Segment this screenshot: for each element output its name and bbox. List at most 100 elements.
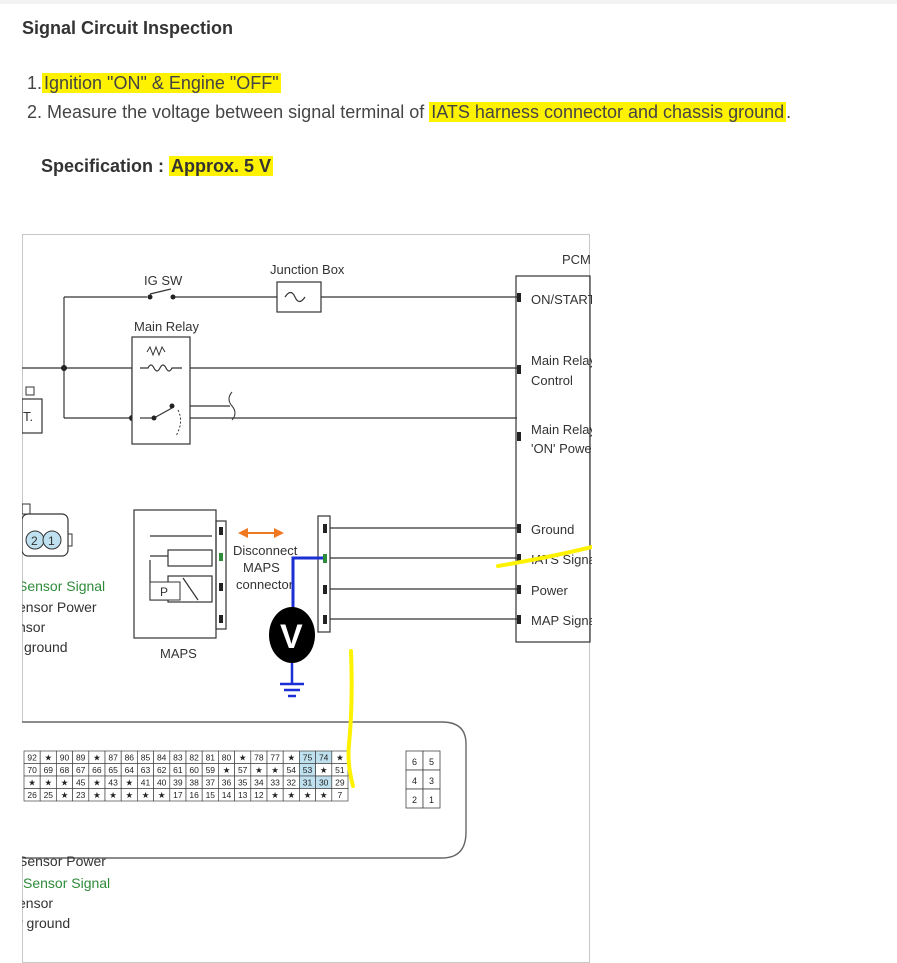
step-2-number: 2. [27, 102, 43, 122]
maps-p-label: P [160, 585, 168, 599]
connector-pin-label: 68 [60, 765, 70, 775]
step-2-after: . [786, 102, 792, 122]
connector-pin-label: 63 [141, 765, 151, 775]
connector-pin-label: 86 [125, 753, 135, 763]
connector-pin-label: 89 [76, 753, 86, 763]
connector-side-pin-label: 4 [412, 776, 417, 786]
connector-pin-label: ★ [320, 790, 328, 800]
legend-bottom-sensor-signal: Sensor Signal [23, 875, 110, 891]
connector-pin-label: 35 [238, 778, 248, 788]
connector-pin-label: 90 [60, 753, 70, 763]
connector-pin-label: 57 [238, 765, 248, 775]
top-bar [0, 0, 897, 4]
connector-pin-label: 81 [206, 753, 216, 763]
maps-label: MAPS [160, 646, 197, 661]
junction-box-fuse [276, 281, 322, 313]
connector-pin-label: 7 [338, 790, 343, 800]
connector-pin-label: 25 [44, 790, 54, 800]
connector-pin-label: 43 [108, 778, 118, 788]
connector-pin-label: 59 [206, 765, 216, 775]
connector-pin-label: ★ [61, 790, 69, 800]
connector-pin-label: 64 [125, 765, 135, 775]
connector-side-pin-label: 1 [429, 795, 434, 805]
connector-pin-label: 34 [254, 778, 264, 788]
step-2-highlight: IATS harness connector and chassis groun… [429, 102, 787, 122]
connector-pin-label: ★ [320, 765, 328, 775]
legend-top-ground: ground [24, 639, 68, 655]
sensor-pin-2: 2 [31, 534, 38, 548]
connector-cell [331, 788, 349, 802]
pcm-pin-power: Power [531, 583, 569, 598]
connector-pin-label: 65 [108, 765, 118, 775]
connector-pin-label: 82 [189, 753, 199, 763]
connector-pin-label: 23 [76, 790, 86, 800]
connector-pin-label: ★ [44, 778, 52, 788]
connector-pin-label: ★ [28, 778, 36, 788]
connector-pin-label: 69 [44, 765, 54, 775]
maps-sensor-box [133, 509, 217, 639]
connector-pin-label: 45 [76, 778, 86, 788]
connector-pin-label: 17 [173, 790, 183, 800]
connector-pin-label: 53 [303, 765, 313, 775]
connector-pin-label: 40 [157, 778, 167, 788]
pcm-pin-on-start: ON/START [531, 292, 592, 307]
connector-pin-label: 80 [222, 753, 232, 763]
connector-pin-label: ★ [93, 790, 101, 800]
connector-pin-label: ★ [304, 790, 312, 800]
connector-pin-label: 29 [335, 778, 345, 788]
connector-pin-label: 66 [92, 765, 102, 775]
wiring-diagram: PCM ON/START Main Relay Control Main Rel… [22, 234, 592, 963]
connector-pin-label: ★ [223, 765, 231, 775]
connector-pin-label: ★ [142, 790, 150, 800]
connector-pin-label: ★ [287, 790, 295, 800]
connector-pin-label: 33 [270, 778, 280, 788]
connector-pin-label: ★ [44, 753, 52, 763]
pcm-pin-map-signal: MAP Signa [531, 613, 592, 628]
connector-pin-label: ★ [271, 765, 279, 775]
legend-bottom-sensor: ensor [22, 895, 53, 911]
connector-pin-label: 87 [108, 753, 118, 763]
specification: Specification : Approx. 5 V [41, 156, 274, 177]
pcm-pin-on-power: 'ON' Power [531, 441, 592, 456]
sensor-pin-1: 1 [48, 534, 55, 548]
legend-top-sensor-signal: Sensor Signal [22, 578, 105, 594]
connector-pin-label: 54 [287, 765, 297, 775]
spec-value: Approx. 5 V [169, 156, 274, 176]
left-fuse-fragment [22, 398, 43, 434]
connector-pin-label: ★ [61, 778, 69, 788]
disconnect-text-2: MAPS [243, 560, 280, 575]
pcm-pin-ground: Ground [531, 522, 574, 537]
connector-pin-label: 26 [27, 790, 37, 800]
legend-bottom-sensor-power: Sensor Power [22, 853, 106, 869]
connector-pin-label: 13 [238, 790, 248, 800]
connector-pin-label: ★ [336, 753, 344, 763]
step-2-text: Measure the voltage between signal termi… [47, 102, 430, 122]
connector-pin-label: 38 [189, 778, 199, 788]
pcm-box [515, 275, 591, 643]
pcm-pin-main-relay-2: Main Relay [531, 422, 592, 437]
connector-pin-label: ★ [125, 790, 133, 800]
spec-label: Specification : [41, 156, 170, 176]
connector-pin-label: 85 [141, 753, 151, 763]
legend-top-sensor-power: ensor Power [22, 599, 97, 615]
connector-pin-label: 12 [254, 790, 264, 800]
disconnect-text-3: connector [236, 577, 294, 592]
pcm-pin-main-relay: Main Relay [531, 353, 592, 368]
main-relay-box [131, 336, 191, 445]
legend-top-sensor: nsor [22, 619, 46, 635]
connector-pin-label: ★ [109, 790, 117, 800]
connector-pin-label: 74 [319, 753, 329, 763]
connector-side-pin-label: 6 [412, 757, 417, 767]
connector-pin-label: 31 [303, 778, 313, 788]
connector-side-pin-label: 3 [429, 776, 434, 786]
connector-pin-label: ★ [271, 790, 279, 800]
connector-side-cell [422, 788, 441, 809]
connector-pin-label: 62 [157, 765, 167, 775]
connector-pin-label: ★ [93, 753, 101, 763]
ground-symbol [280, 663, 304, 698]
disconnect-text-1: Disconnect [233, 543, 298, 558]
probe-wire [291, 556, 323, 622]
connector-pin-label: 67 [76, 765, 86, 775]
connector-pin-label: 92 [27, 753, 37, 763]
